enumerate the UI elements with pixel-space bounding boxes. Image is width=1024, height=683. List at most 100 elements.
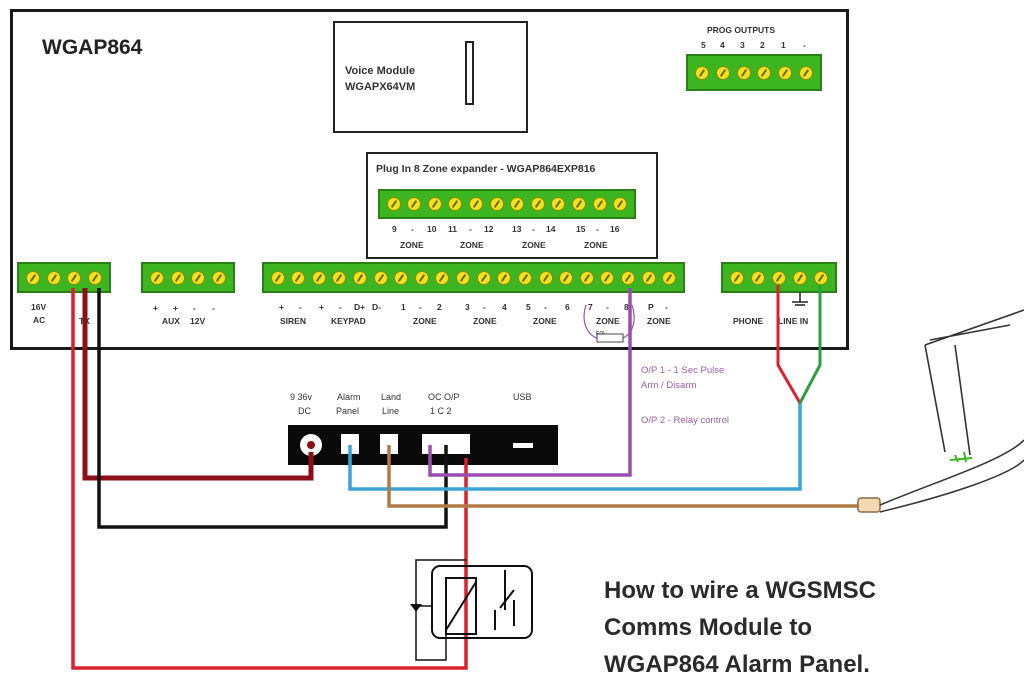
oc-output-terminal [422, 434, 470, 454]
main-term-1: + [279, 302, 284, 312]
op1-note-line1: O/P 1 - 1 Sec Pulse [641, 365, 725, 376]
title-line2: Comms Module to [604, 614, 812, 641]
dc-jack-pin [307, 441, 315, 449]
main-term-19: P [648, 302, 654, 312]
prog-outputs-terminal-block [686, 54, 822, 91]
aux-term-minus-b: - [212, 303, 215, 313]
zone-label-5: ZONE [647, 316, 671, 326]
oc-label-top: OC O/P [428, 392, 460, 402]
prog-term-2: 2 [760, 40, 765, 50]
title-line3: WGAP864 Alarm Panel. [604, 651, 870, 678]
usb-label: USB [513, 392, 532, 402]
op1-note-line2: Arm / Disarm [641, 380, 697, 391]
alarm-panel-port [341, 434, 359, 454]
aux-terminal-block [141, 262, 235, 293]
phone-label: PHONE [733, 316, 764, 326]
voice-module-box: Voice Module WGAPX64VM [333, 21, 528, 133]
alarm-label-bottom: Panel [336, 406, 360, 416]
land-label-bottom: Line [382, 406, 400, 416]
main-term-7: 1 [401, 302, 406, 312]
exp-term-minus-c: - [532, 224, 535, 234]
dc-label-bottom: DC [298, 406, 311, 416]
title-line1: How to wire a WGSMSC [604, 577, 877, 604]
black-wire [97, 288, 448, 529]
exp-term-13: 13 [512, 224, 522, 234]
main-term-10: 3 [465, 302, 470, 312]
main-term-13: 5 [526, 302, 531, 312]
main-term-17: - [606, 302, 609, 312]
zone-label-4: ZONE [596, 316, 620, 326]
siren-label: SIREN [280, 316, 306, 326]
voice-module-slot [465, 41, 474, 105]
relay-coil [445, 577, 477, 635]
earth-symbol [792, 292, 808, 306]
voice-module-line1: Voice Module [345, 65, 416, 77]
usb-port [513, 443, 533, 448]
prog-term-5: 5 [701, 40, 706, 50]
main-term-15: 6 [565, 302, 570, 312]
prog-term-1: 1 [781, 40, 786, 50]
eol-resistor-body [596, 333, 624, 343]
dc-label-top: 9 36v [290, 392, 313, 402]
relay-outline [431, 565, 533, 639]
main-term-6: D- [372, 302, 381, 312]
exp-term-10: 10 [427, 224, 437, 234]
exp-term-15: 15 [576, 224, 586, 234]
diagram-title: How to wire a WGSMSC Comms Module to WGA… [604, 572, 876, 683]
power-16v-label: 16V [31, 302, 47, 312]
relay-diode [410, 604, 422, 612]
main-term-12: 4 [502, 302, 507, 312]
keypad-label: KEYPAD [331, 316, 366, 326]
line-in-green-wire [798, 285, 822, 404]
prog-outputs-title: PROG OUTPUTS [707, 25, 776, 35]
prog-term-minus: - [803, 40, 806, 50]
relay-coil-slash [445, 581, 477, 631]
red-wire [71, 288, 468, 670]
blue-wire [348, 403, 802, 491]
exp-term-minus-b: - [469, 224, 472, 234]
line-in-red-wire [776, 285, 802, 404]
aux-term-minus-a: - [193, 303, 196, 313]
exp-term-9: 9 [392, 224, 397, 234]
comms-module [288, 425, 558, 465]
darkred-wire [82, 288, 314, 481]
line-in-label: LINE IN [778, 316, 809, 326]
relay-contacts [494, 570, 515, 630]
exp-zone-label-1: ZONE [400, 240, 424, 250]
exp-term-14: 14 [546, 224, 556, 234]
exp-term-12: 12 [484, 224, 494, 234]
brown-wire [387, 445, 858, 508]
zone-label-2: ZONE [473, 316, 497, 326]
grass-sketch [949, 451, 973, 463]
main-term-11: - [483, 302, 486, 312]
op2-note: O/P 2 - Relay control [641, 415, 730, 426]
panel-model-label: WGAP864 [42, 36, 143, 59]
prog-term-3: 3 [740, 40, 745, 50]
aux-label: AUX [162, 316, 180, 326]
relay-diode-wire [415, 606, 447, 661]
purple-wire [428, 288, 632, 477]
main-term-18: 8 [624, 302, 629, 312]
expander-title: Plug In 8 Zone expander - WGAP864EXP816 [376, 163, 596, 175]
main-term-8: - [419, 302, 422, 312]
main-term-3: + [319, 302, 324, 312]
exp-term-minus-d: - [596, 224, 599, 234]
exp-zone-label-2: ZONE [460, 240, 484, 250]
telephone-cable-2 [879, 459, 1024, 513]
telephone-cable-1 [879, 439, 1024, 506]
oc-label-bottom: 1 C 2 [430, 406, 452, 416]
exp-term-16: 16 [610, 224, 620, 234]
prog-term-4: 4 [720, 40, 725, 50]
zone-expander-box: Plug In 8 Zone expander - WGAP864EXP816 … [366, 152, 658, 259]
aux-12v-label: 12V [190, 316, 206, 326]
power-ac-label: AC [33, 315, 46, 325]
zone-label-1: ZONE [413, 316, 437, 326]
main-term-4: - [339, 302, 342, 312]
exp-term-11: 11 [448, 224, 457, 234]
phone-plug [857, 497, 881, 513]
expander-terminal-block [378, 189, 636, 219]
exp-term-minus-a: - [411, 224, 414, 234]
power-terminal-block [17, 262, 111, 293]
voice-module-line2: WGAPX64VM [345, 81, 416, 93]
